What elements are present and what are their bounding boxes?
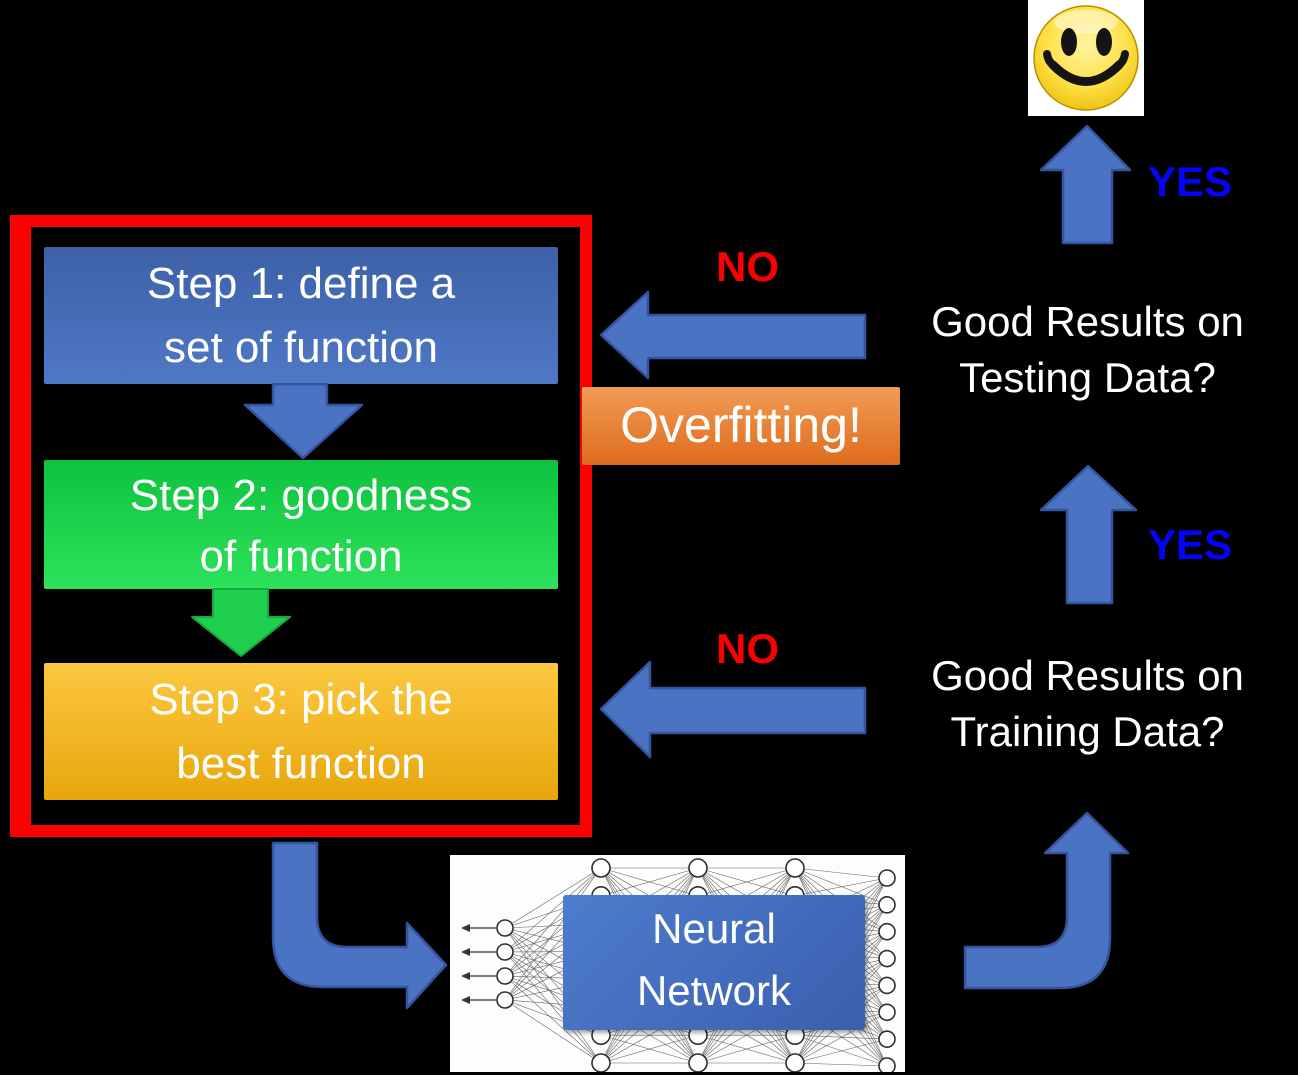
no-arrow-bottom-icon — [599, 660, 867, 759]
nn-image: Neural Network — [450, 855, 905, 1072]
three-steps-frame — [10, 215, 592, 837]
no-label-top: NO — [716, 243, 779, 290]
step3-line1: Step 3: pick the — [149, 675, 453, 724]
yes-label-mid: YES — [1147, 521, 1233, 568]
down-arrow-step2-icon — [191, 588, 291, 657]
testing-question: Good Results on Testing Data? — [915, 294, 1260, 406]
training-question-line1: Good Results on — [931, 652, 1244, 699]
no-label-bottom: NO — [716, 625, 779, 672]
no-arrow-top-icon — [599, 290, 867, 380]
up-arrow-mid-icon — [1040, 465, 1138, 605]
step2-box: Step 2: goodness of function — [44, 460, 558, 589]
yes-label-top: YES — [1147, 158, 1233, 205]
overfitting-badge: Overfitting! — [582, 387, 900, 465]
training-question: Good Results on Training Data? — [915, 648, 1260, 760]
step3-box: Step 3: pick the best function — [44, 663, 558, 800]
curved-arrow-right-icon — [963, 811, 1130, 990]
nn-title-box: Neural Network — [563, 895, 865, 1030]
nn-title-line1: Neural — [652, 905, 776, 952]
smiley-icon — [1028, 0, 1144, 116]
down-arrow-step1-icon — [243, 383, 364, 460]
curved-arrow-left-icon — [271, 841, 448, 1010]
step1-line2: set of function — [164, 323, 438, 372]
step2-line2: of function — [199, 532, 403, 581]
step2-line1: Step 2: goodness — [129, 471, 473, 520]
testing-question-line2: Testing Data? — [959, 354, 1216, 401]
step3-line2: best function — [176, 739, 426, 788]
step1-line1: Step 1: define a — [146, 259, 456, 308]
nn-title-line2: Network — [636, 967, 792, 1014]
testing-question-line1: Good Results on — [931, 298, 1244, 345]
step1-box: Step 1: define a set of function — [44, 247, 558, 384]
training-question-line2: Training Data? — [950, 708, 1225, 755]
up-arrow-top-icon — [1040, 125, 1132, 245]
